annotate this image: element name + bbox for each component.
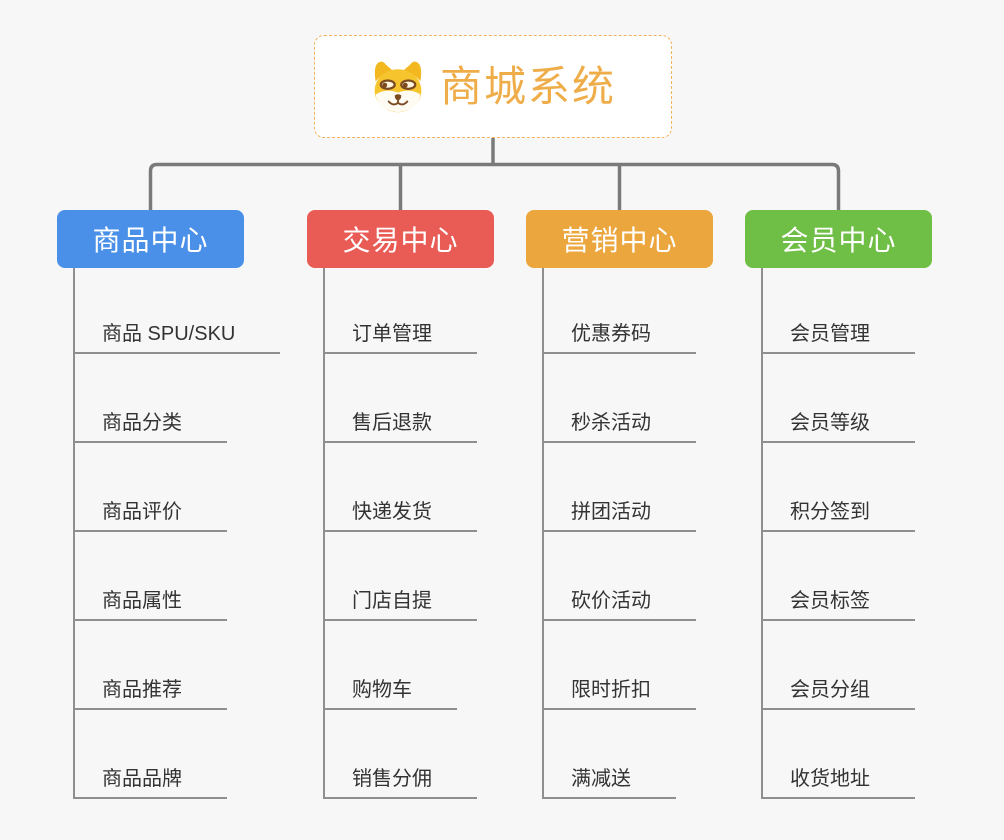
child-node[interactable]: 销售分佣 <box>325 761 477 799</box>
branch-children: 优惠券码秒杀活动拼团活动砍价活动限时折扣满减送 <box>542 268 696 799</box>
child-node[interactable]: 限时折扣 <box>544 672 696 710</box>
child-node[interactable]: 商品评价 <box>75 494 227 532</box>
child-node[interactable]: 订单管理 <box>325 316 477 354</box>
branch-label: 商品中心 <box>92 225 209 256</box>
branch-label: 会员中心 <box>780 225 897 256</box>
child-node[interactable]: 商品属性 <box>75 583 227 621</box>
child-node[interactable]: 会员标签 <box>763 583 915 621</box>
child-node[interactable]: 门店自提 <box>325 583 477 621</box>
child-node[interactable]: 收货地址 <box>763 761 915 799</box>
child-node[interactable]: 秒杀活动 <box>544 405 696 443</box>
branch-header[interactable]: 会员中心 <box>745 210 932 268</box>
branch-children: 会员管理会员等级积分签到会员标签会员分组收货地址 <box>761 268 915 799</box>
child-node[interactable]: 会员管理 <box>763 316 915 354</box>
branch-header[interactable]: 商品中心 <box>57 210 244 268</box>
branch-label: 营销中心 <box>561 225 678 256</box>
child-node[interactable]: 商品 SPU/SKU <box>75 316 281 354</box>
child-node[interactable]: 会员等级 <box>763 405 915 443</box>
root-title: 商城系统 <box>439 62 616 110</box>
child-node[interactable]: 拼团活动 <box>544 494 696 532</box>
doge-icon <box>370 59 426 115</box>
branch-children: 商品 SPU/SKU 商品分类商品评价商品属性商品推荐商品品牌 <box>73 268 281 799</box>
child-node[interactable]: 商品推荐 <box>75 672 227 710</box>
child-node[interactable]: 会员分组 <box>763 672 915 710</box>
child-node[interactable]: 商品分类 <box>75 405 227 443</box>
child-node[interactable]: 砍价活动 <box>544 583 696 621</box>
child-node[interactable]: 购物车 <box>325 672 457 710</box>
branch-bus-line <box>148 162 841 210</box>
branch-children: 订单管理售后退款快递发货门店自提购物车销售分佣 <box>323 268 477 799</box>
branch-label: 交易中心 <box>342 225 459 256</box>
child-node[interactable]: 售后退款 <box>325 405 477 443</box>
child-node[interactable]: 快递发货 <box>325 494 477 532</box>
branch-header[interactable]: 营销中心 <box>526 210 713 268</box>
child-node[interactable]: 优惠券码 <box>544 316 696 354</box>
branch-header[interactable]: 交易中心 <box>307 210 494 268</box>
root-node[interactable]: 商城系统 <box>314 35 672 138</box>
child-node[interactable]: 满减送 <box>544 761 676 799</box>
child-node[interactable]: 商品品牌 <box>75 761 227 799</box>
child-node[interactable]: 积分签到 <box>763 494 915 532</box>
